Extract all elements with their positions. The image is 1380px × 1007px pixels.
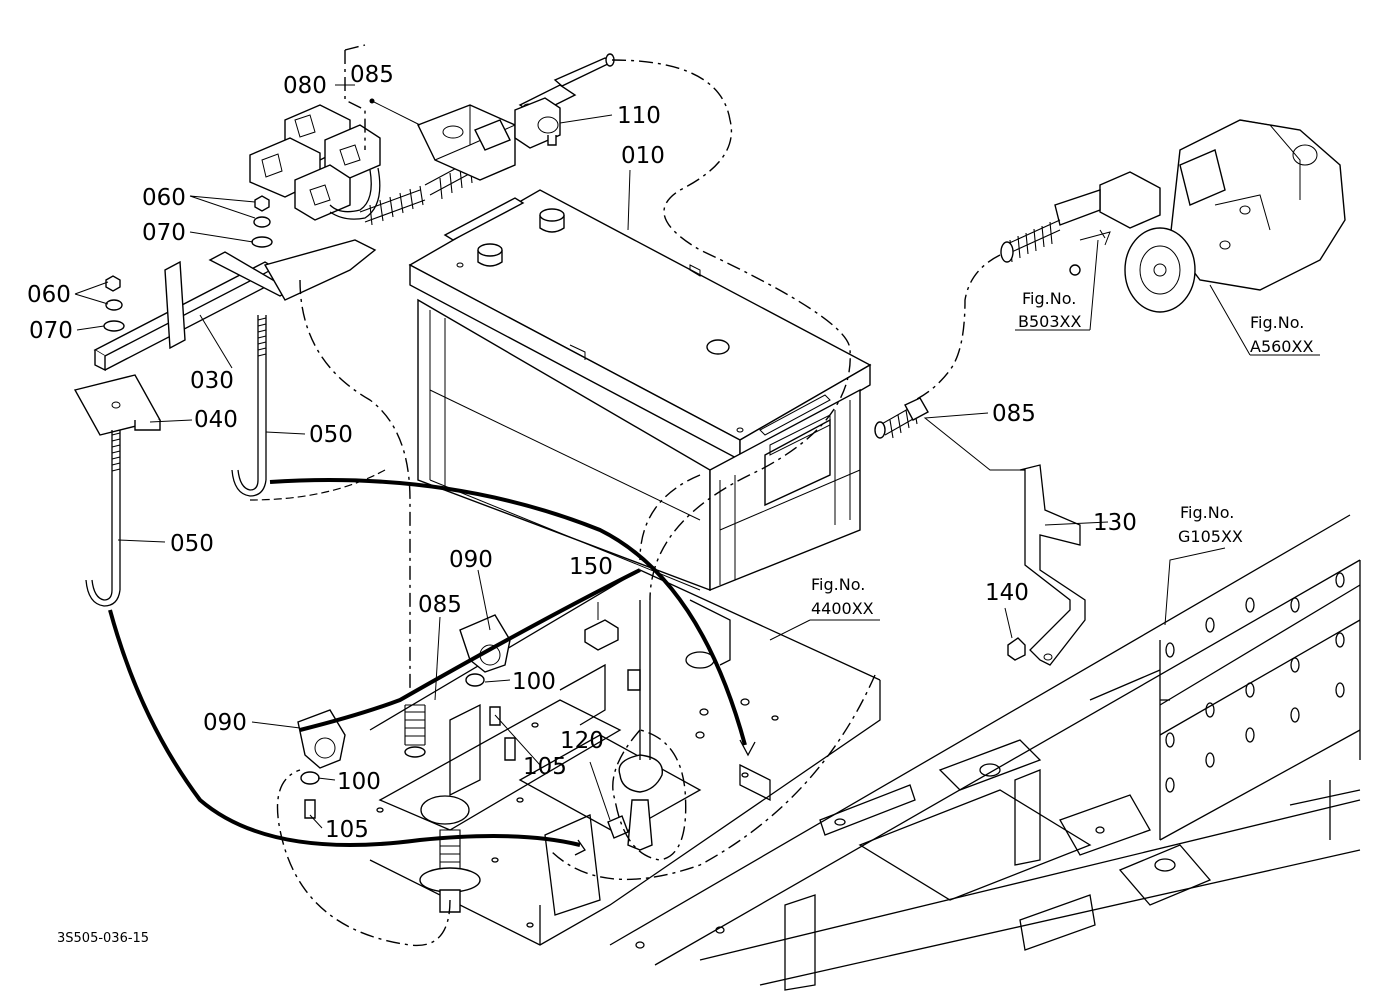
part-label-080: 080	[283, 73, 327, 99]
chassis-frame	[609, 514, 1361, 991]
part-label-010: 010	[621, 143, 665, 169]
part-label-130: 130	[1093, 510, 1137, 536]
part-label-070-upper: 070	[142, 220, 186, 246]
battery	[408, 189, 872, 592]
cable-routing	[108, 44, 1001, 947]
fig-ref-g105-number: G105XX	[1178, 527, 1243, 546]
cable-clamp-mounts	[297, 614, 641, 819]
part-label-100-upper: 100	[512, 669, 556, 695]
leader-lines	[74, 84, 1320, 829]
part-label-110: 110	[617, 103, 661, 129]
part-label-070-lower: 070	[29, 318, 73, 344]
part-label-085-top: 085	[350, 62, 394, 88]
fig-ref-4400-label: Fig.No.	[811, 575, 865, 594]
part-number-labels: 080 085 110 010 060 070 060 070 030 040 …	[27, 62, 1137, 843]
part-label-105-upper: 105	[523, 754, 567, 780]
drawing-code: 3S505-036-15	[57, 931, 149, 946]
fig-ref-a560-number: A560XX	[1250, 337, 1313, 356]
figure-references: Fig.No. B503XX Fig.No. A560XX Fig.No. G1…	[811, 289, 1313, 618]
battery-hold-down	[73, 195, 377, 607]
part-label-060-lower: 060	[27, 282, 71, 308]
part-label-100-lower: 100	[337, 769, 381, 795]
part-label-050-upper: 050	[309, 422, 353, 448]
part-label-150: 150	[569, 554, 613, 580]
part-label-040: 040	[194, 407, 238, 433]
part-label-140: 140	[985, 580, 1029, 606]
starter-motor	[1000, 119, 1346, 313]
part-label-090-lower: 090	[203, 710, 247, 736]
ground-cable-parts	[404, 397, 1086, 913]
part-label-085-lower: 085	[418, 592, 462, 618]
part-label-085-right: 085	[992, 401, 1036, 427]
part-label-050-lower: 050	[170, 531, 214, 557]
battery-switch-harness	[249, 53, 615, 226]
part-label-030: 030	[190, 368, 234, 394]
fig-ref-4400-number: 4400XX	[811, 599, 874, 618]
fig-ref-b503-number: B503XX	[1018, 312, 1081, 331]
part-label-060-upper: 060	[142, 185, 186, 211]
part-label-090-upper: 090	[449, 547, 493, 573]
fig-ref-b503-label: Fig.No.	[1022, 289, 1076, 308]
part-label-120: 120	[560, 728, 604, 754]
fig-ref-g105-label: Fig.No.	[1180, 503, 1234, 522]
fig-ref-a560-label: Fig.No.	[1250, 313, 1304, 332]
part-label-105-lower: 105	[325, 817, 369, 843]
